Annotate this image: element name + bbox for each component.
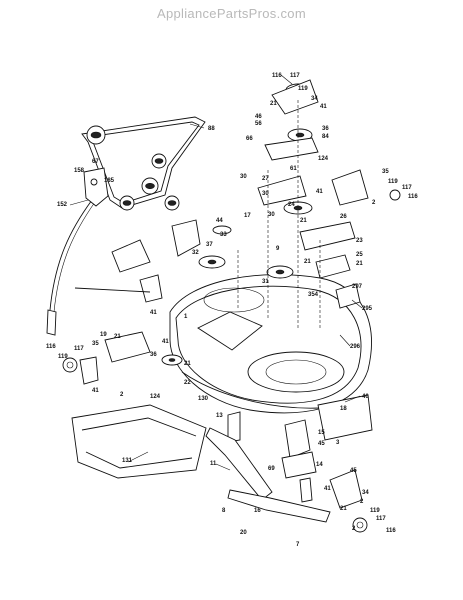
callout-35: 35 (92, 341, 99, 347)
callout-41: 41 (324, 486, 331, 492)
callout-30: 30 (262, 191, 269, 197)
callout-3: 3 (336, 440, 340, 446)
callout-117: 117 (74, 346, 84, 352)
callout-297: 297 (352, 284, 363, 290)
callout-23: 23 (356, 238, 363, 244)
callout-130: 130 (198, 396, 209, 402)
callout-26: 26 (340, 214, 347, 220)
callout-46: 46 (255, 114, 262, 120)
callout-41: 41 (316, 189, 323, 195)
callout-2: 2 (372, 200, 376, 206)
callout-119: 119 (58, 354, 68, 360)
callout-119: 119 (298, 86, 308, 92)
callout-21: 21 (340, 506, 347, 512)
callout-31: 31 (262, 279, 269, 285)
callout-19: 19 (100, 332, 107, 338)
left-brackets (62, 219, 201, 385)
callout-84: 84 (322, 134, 329, 140)
callout-41: 41 (92, 388, 99, 394)
callout-2: 2 (352, 526, 356, 532)
callout-13: 13 (216, 413, 223, 419)
callout-354: 354 (308, 292, 319, 298)
callout-16: 16 (254, 508, 261, 514)
callout-124: 124 (150, 394, 161, 400)
callout-17: 17 (244, 213, 251, 219)
idler-arms (237, 79, 401, 330)
callout-119: 119 (370, 508, 380, 514)
callout-21: 21 (304, 259, 311, 265)
callout-45: 45 (350, 468, 357, 474)
callout-21: 21 (356, 261, 363, 267)
callout-21: 21 (300, 218, 307, 224)
callout-117: 117 (290, 73, 300, 79)
callout-119: 119 (388, 179, 398, 185)
callout-21: 21 (114, 334, 121, 340)
callout-40: 40 (362, 394, 369, 400)
callout-37: 37 (206, 242, 213, 248)
callout-36: 36 (322, 126, 329, 132)
callout-11: 11 (210, 461, 217, 467)
callout-124: 124 (318, 156, 329, 162)
spindle-assembly (227, 394, 373, 503)
callout-1: 1 (184, 314, 188, 320)
callout-67: 67 (92, 159, 99, 165)
callout-44: 44 (216, 218, 223, 224)
callout-labels: 116 117 119 34 21 41 46 56 36 84 66 124 … (46, 73, 418, 548)
callout-21: 21 (184, 361, 191, 367)
callout-2: 2 (120, 392, 124, 398)
site-header: AppliancePartsPros.com (0, 0, 463, 26)
callout-34: 34 (362, 490, 369, 496)
callout-18: 18 (340, 406, 347, 412)
callout-152: 152 (57, 202, 68, 208)
callout-27: 27 (262, 176, 269, 182)
callout-33: 33 (220, 232, 227, 238)
callout-41: 41 (150, 310, 157, 316)
callout-20: 20 (240, 530, 247, 536)
callout-9: 9 (276, 246, 280, 252)
callout-14: 14 (316, 462, 323, 468)
callout-295: 295 (362, 306, 373, 312)
clutch-cable (46, 167, 109, 336)
callout-25: 25 (356, 252, 363, 258)
callout-185: 185 (104, 178, 115, 184)
callout-56: 56 (255, 121, 262, 127)
discharge-chute (71, 404, 207, 479)
callout-21: 21 (270, 101, 277, 107)
callout-15: 15 (318, 430, 325, 436)
callout-2: 2 (360, 499, 364, 505)
belt-pulleys (86, 125, 180, 211)
callout-61: 61 (290, 166, 297, 172)
callout-296: 296 (350, 344, 361, 350)
callout-116: 116 (386, 528, 396, 534)
mower-deck (169, 274, 372, 414)
callout-69: 69 (268, 466, 275, 472)
leader-lines (69, 74, 363, 471)
callout-116: 116 (46, 344, 56, 350)
callout-117: 117 (376, 516, 386, 522)
callout-41: 41 (162, 339, 169, 345)
callout-24: 24 (288, 202, 295, 208)
callout-30: 30 (268, 212, 275, 218)
callout-88: 88 (208, 126, 215, 132)
callout-116: 116 (272, 73, 282, 79)
callout-30: 30 (240, 174, 247, 180)
site-watermark-title: AppliancePartsPros.com (157, 6, 306, 21)
drive-belt (81, 116, 206, 209)
callout-45: 45 (318, 441, 325, 447)
callout-22: 22 (184, 380, 191, 386)
callout-117: 117 (402, 185, 412, 191)
callout-36: 36 (150, 352, 157, 358)
callout-8: 8 (222, 508, 226, 514)
callout-66: 66 (246, 136, 253, 142)
callout-116: 116 (408, 194, 418, 200)
callout-7: 7 (296, 542, 300, 548)
callout-34: 34 (311, 96, 318, 102)
callout-131: 131 (122, 458, 133, 464)
callout-41: 41 (320, 104, 327, 110)
callout-35: 35 (382, 169, 389, 175)
mower-blades (205, 427, 368, 533)
callout-32: 32 (192, 250, 199, 256)
callout-158: 158 (74, 168, 85, 174)
